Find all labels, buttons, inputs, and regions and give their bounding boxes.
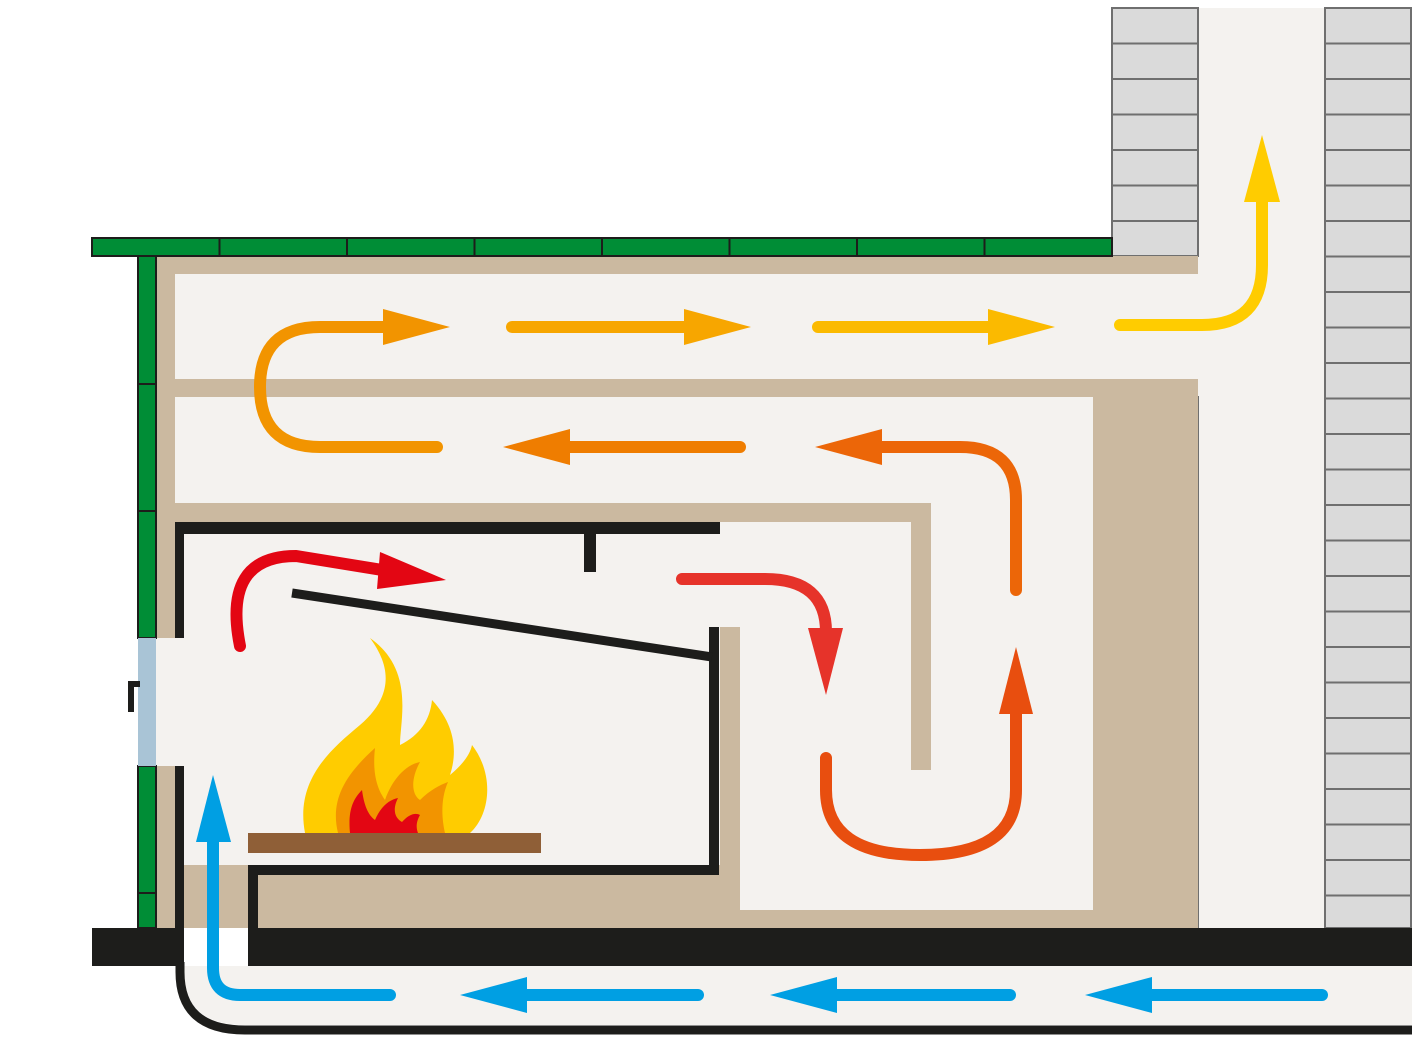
tile <box>137 892 157 929</box>
brick <box>1324 113 1412 151</box>
brick <box>1324 433 1412 471</box>
flue-gas-arrow <box>812 309 1055 345</box>
brick <box>1324 7 1412 45</box>
air-duct-wall <box>175 962 1412 1035</box>
tile <box>137 255 157 385</box>
tile <box>601 237 731 257</box>
tile <box>137 510 157 639</box>
brick <box>1324 78 1412 116</box>
combustion-air-arrow <box>770 977 1016 1013</box>
floor-slab <box>248 928 1412 966</box>
tile <box>91 237 221 257</box>
insulation-separator <box>346 379 1198 397</box>
brick <box>1324 149 1412 187</box>
combustion-air-arrow <box>1085 977 1328 1013</box>
brick <box>1111 7 1199 45</box>
insulation-separator-horizontal <box>175 503 931 522</box>
flue-gas-arrow <box>506 309 751 345</box>
tile <box>856 237 986 257</box>
grate <box>248 833 541 853</box>
brick <box>1324 397 1412 435</box>
brick <box>1324 610 1412 648</box>
brick <box>1324 504 1412 542</box>
flue-gas-chimney-arrow <box>1114 135 1280 331</box>
flue-gas-arrow <box>253 309 450 453</box>
baffle-plate <box>291 588 713 662</box>
lower-flue-channel-bottom <box>740 770 1093 910</box>
tile <box>473 237 603 257</box>
brick <box>1324 362 1412 400</box>
brick <box>1324 326 1412 364</box>
hot-gas-arrow <box>820 647 1033 862</box>
floor-slab-left <box>92 928 180 966</box>
brick <box>1324 539 1412 577</box>
tile <box>346 237 476 257</box>
firebox-opening <box>156 638 184 766</box>
combustion-air-arrow <box>460 977 704 1013</box>
hot-gas-arrow <box>676 573 843 695</box>
brick <box>1324 752 1412 790</box>
brick <box>1324 575 1412 613</box>
brick <box>1111 184 1199 222</box>
brick <box>1324 788 1412 826</box>
brick <box>1111 113 1199 151</box>
insulation-separator-vertical <box>911 503 931 770</box>
door-handle <box>128 681 140 712</box>
brick <box>1324 717 1412 755</box>
brick <box>1111 149 1199 187</box>
brick <box>1111 42 1199 80</box>
brick <box>1324 823 1412 861</box>
flue-gas-arrow <box>503 429 746 465</box>
brick <box>1324 646 1412 684</box>
brick <box>1324 42 1412 80</box>
brick <box>1324 255 1412 293</box>
tile <box>728 237 858 257</box>
brick <box>1324 468 1412 506</box>
tile <box>137 765 157 894</box>
tile <box>983 237 1113 257</box>
tile-cladding <box>91 237 1113 929</box>
brick <box>1324 681 1412 719</box>
brick <box>1324 220 1412 258</box>
brick <box>1324 184 1412 222</box>
tile <box>218 237 348 257</box>
brick <box>1324 859 1412 897</box>
steel-firebox <box>175 522 720 966</box>
hot-gas-arrow <box>230 549 446 652</box>
brick <box>1324 894 1412 929</box>
brick <box>1324 291 1412 329</box>
brick <box>1111 220 1199 257</box>
glass-door <box>138 638 156 766</box>
combustion-air-arrow <box>196 775 396 1001</box>
flue-gas-arrow <box>815 429 1022 596</box>
brick <box>1111 78 1199 116</box>
tile <box>137 383 157 512</box>
fire-flame-icon <box>303 638 488 833</box>
